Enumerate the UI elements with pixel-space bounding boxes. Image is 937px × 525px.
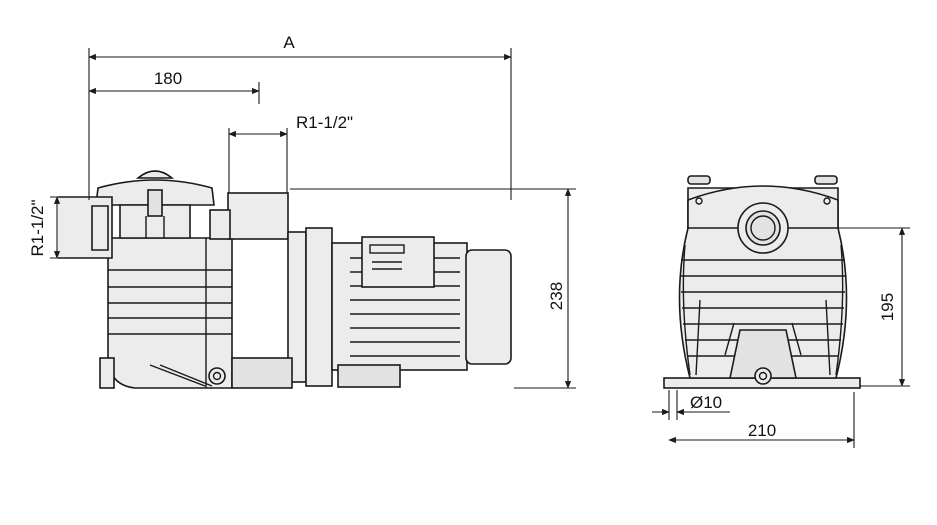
motor-body [331, 242, 512, 388]
discharge-port [209, 192, 289, 240]
discharge-port-front [737, 202, 789, 254]
front-view: 195 Ø10 210 [652, 175, 910, 448]
motor-flange [208, 227, 333, 389]
dim-suction-center [88, 82, 260, 104]
side-view: A 180 R1-1/2" R1-1/2" 238 [28, 33, 576, 389]
dim-overall-length [88, 48, 512, 200]
suction-port [58, 196, 113, 259]
dim-height [290, 188, 576, 389]
label-suction-center: 180 [154, 69, 182, 88]
dim-discharge-port [228, 128, 288, 193]
label-discharge-port: R1-1/2" [296, 113, 353, 132]
label-bolt-hole: Ø10 [690, 393, 722, 412]
dim-shaft-height [790, 227, 910, 387]
pump-body-front [678, 187, 848, 385]
terminal-box [361, 236, 435, 288]
label-shaft-height: 195 [878, 293, 897, 321]
dim-suction-port [50, 196, 96, 259]
dim-bolt-hole [652, 390, 730, 420]
label-overall-length: A [283, 33, 295, 52]
pump-housing [99, 237, 233, 389]
basket-lid [95, 170, 215, 239]
label-suction-port: R1-1/2" [28, 199, 47, 256]
label-height: 238 [547, 282, 566, 310]
dim-base-width [668, 392, 855, 448]
label-base-width: 210 [748, 421, 776, 440]
